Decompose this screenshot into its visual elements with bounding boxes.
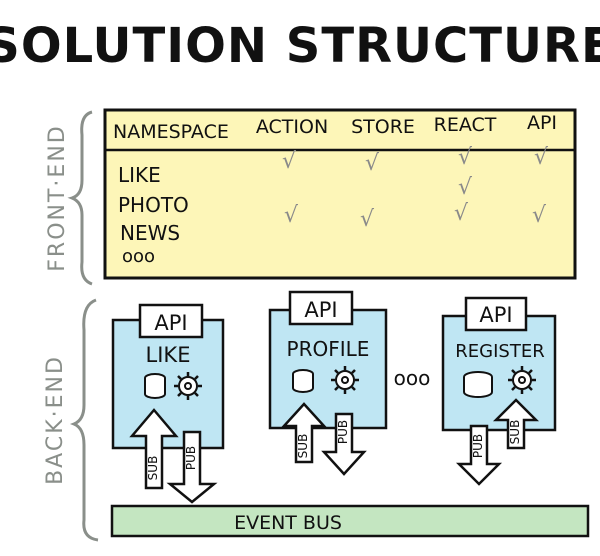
svg-text:PUB: PUB — [184, 446, 198, 470]
gear-icon — [174, 372, 202, 400]
service-profile: API PROFILE SUB PUB — [268, 290, 388, 476]
api-tab-like — [138, 303, 204, 339]
check-news-action: √ — [284, 203, 299, 228]
gear-icon — [508, 366, 536, 394]
service-register: API REGISTER PUB SUB — [441, 296, 557, 486]
database-icon — [463, 371, 493, 398]
check-news-api: √ — [532, 203, 547, 228]
check-like-react: √ — [458, 145, 473, 170]
row-news: NEWS — [120, 221, 180, 245]
pub-arrow-profile — [321, 412, 367, 476]
check-news-react: √ — [454, 201, 469, 226]
backend-brace — [69, 298, 99, 542]
svg-text:BACK·END: BACK·END — [43, 355, 68, 485]
database-icon — [292, 369, 314, 393]
service-name-profile: PROFILE — [287, 337, 370, 361]
diagram-title: SOLUTION STRUCTURE — [0, 18, 600, 74]
svg-text:FRONT·END: FRONT·END — [45, 124, 70, 271]
pub-arrow-like — [166, 430, 218, 504]
col-react: REACT — [434, 114, 497, 136]
database-icon — [144, 373, 166, 399]
col-namespace: NAMESPACE — [113, 121, 229, 143]
service-name-like: LIKE — [146, 343, 191, 367]
api-label-profile: API — [304, 298, 337, 322]
check-like-store: √ — [365, 151, 380, 176]
row-photo: PHOTO — [118, 193, 189, 217]
svg-text:PUB: PUB — [471, 434, 485, 458]
api-label-register: API — [479, 303, 512, 327]
check-photo-react: √ — [458, 175, 473, 200]
api-tab-profile — [288, 290, 354, 326]
backend-side-label: BACK·END — [43, 355, 68, 485]
col-action: ACTION — [256, 116, 328, 138]
svg-text:PUB: PUB — [336, 420, 350, 444]
event-bus-label: EVENT BUS — [234, 512, 342, 534]
frontend-table — [103, 108, 577, 280]
svg-text:SUB: SUB — [508, 420, 522, 445]
more-services-ellipsis: ooo — [394, 366, 431, 390]
sub-arrow-profile — [281, 402, 327, 464]
sub-arrow-register — [492, 398, 540, 450]
col-api: API — [527, 112, 557, 134]
service-name-register: REGISTER — [455, 341, 544, 362]
pub-arrow-register — [455, 424, 503, 486]
sub-arrow-like — [129, 408, 179, 490]
svg-text:SUB: SUB — [146, 456, 160, 481]
check-like-api: √ — [534, 145, 549, 170]
frontend-brace — [67, 110, 93, 286]
api-tab-register — [464, 296, 528, 332]
svg-text:SUB: SUB — [296, 434, 310, 459]
check-like-action: √ — [282, 149, 297, 174]
event-bus — [110, 504, 590, 538]
api-label-like: API — [154, 311, 187, 335]
row-like: LIKE — [118, 163, 161, 187]
frontend-side-label: FRONT·END — [45, 124, 70, 271]
row-more: ooo — [122, 246, 155, 267]
gear-icon — [331, 366, 359, 394]
col-store: STORE — [351, 116, 415, 138]
check-news-store: √ — [360, 207, 375, 232]
service-like: API LIKE SUB PUB — [111, 303, 225, 504]
